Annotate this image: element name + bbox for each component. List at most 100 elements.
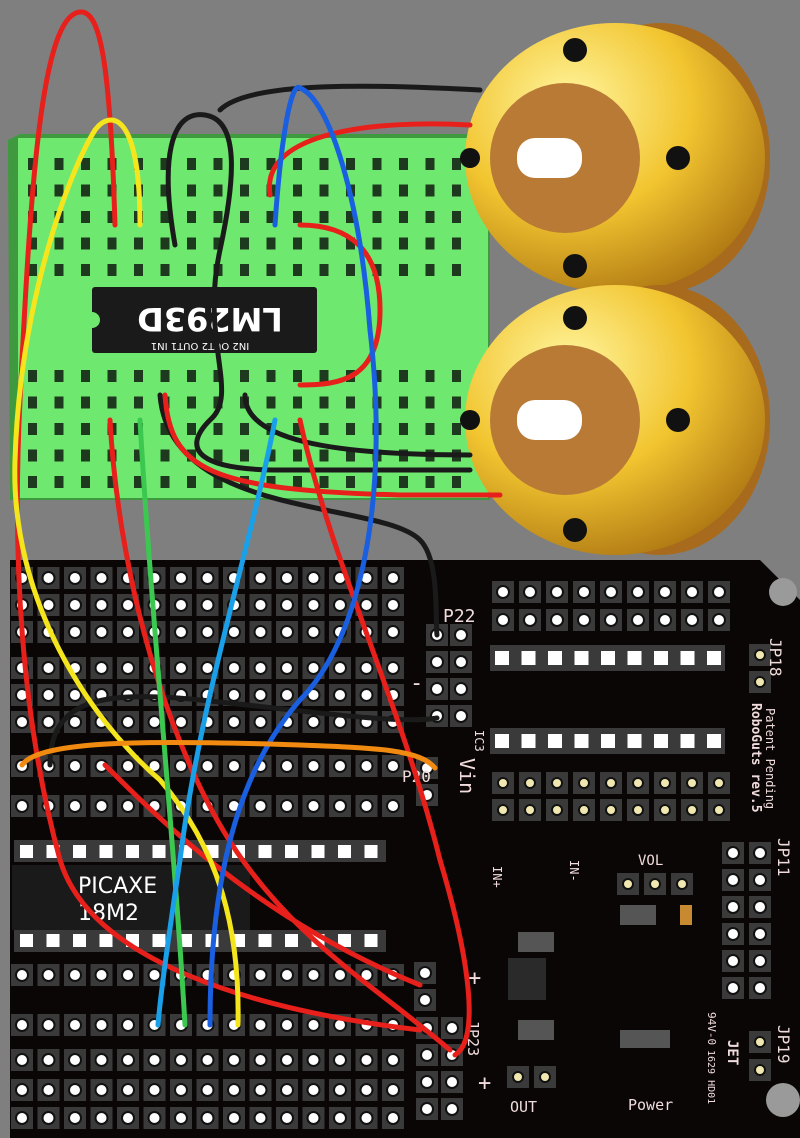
pin-hole <box>253 571 268 585</box>
pin-hole <box>454 628 468 642</box>
breadboard-hole <box>240 211 249 223</box>
socket-pad <box>73 845 86 858</box>
breadboard-hole <box>28 449 37 462</box>
breadboard-hole <box>240 184 249 197</box>
breadboard-hole <box>240 158 249 170</box>
breadboard-hole <box>293 158 302 170</box>
socket-pad <box>574 734 589 748</box>
pin-hole <box>512 1071 524 1083</box>
pin-hole <box>15 968 29 982</box>
motor-top <box>460 23 770 293</box>
pin-hole <box>147 1111 162 1125</box>
breadboard-hole <box>425 476 435 488</box>
pin-hole <box>227 759 241 773</box>
breadboard-hole <box>240 423 249 435</box>
chip-pin-labels: IN2 OUT2 OUT1 IN1 <box>151 340 249 351</box>
breadboard-hole <box>319 158 329 170</box>
pin-hole <box>200 759 215 773</box>
pin-hole <box>121 1018 135 1032</box>
label-plus: + <box>478 1071 491 1096</box>
pin-hole <box>551 804 563 816</box>
socket-pad <box>707 734 721 748</box>
breadboard-hole <box>425 158 435 170</box>
breadboard-hole <box>213 184 223 197</box>
motor-bottom <box>460 285 770 555</box>
pin-hole <box>454 682 468 696</box>
breadboard-hole <box>81 449 90 462</box>
pin-hole <box>578 804 590 816</box>
breadboard-hole <box>319 211 329 223</box>
breadboard-hole <box>372 264 382 276</box>
pin-hole <box>445 1102 459 1116</box>
breadboard-hole <box>266 237 276 250</box>
breadboard-hole <box>107 476 117 488</box>
socket-pad <box>521 734 536 748</box>
label-maker: JET <box>724 1040 740 1065</box>
pin-hole <box>200 1111 215 1125</box>
pin-hole <box>280 625 294 639</box>
pin-hole <box>753 954 767 968</box>
pin-hole <box>253 1083 268 1097</box>
pin-hole <box>418 966 432 980</box>
breadboard-hole <box>28 423 37 435</box>
pin-hole <box>94 799 109 813</box>
pin-hole <box>121 661 135 675</box>
pin-hole <box>524 804 536 816</box>
breadboard-hole <box>425 370 435 382</box>
breadboard-hole <box>372 211 382 223</box>
breadboard-hole <box>346 211 355 223</box>
label-p22: P22 <box>443 606 476 627</box>
pin-hole <box>386 625 400 639</box>
pin-hole <box>280 759 294 773</box>
pin-hole <box>306 1018 321 1032</box>
smd-component <box>518 932 554 952</box>
pin-hole <box>386 759 400 773</box>
label-out: OUT <box>510 1098 537 1116</box>
pin-hole <box>121 625 135 639</box>
breadboard-hole <box>107 237 117 250</box>
breadboard-hole <box>81 264 90 276</box>
pin-hole <box>333 598 347 612</box>
socket-pad <box>338 845 351 858</box>
label-patent: Patent Pending <box>763 708 777 809</box>
pin-hole <box>68 715 82 729</box>
pin-hole <box>306 1053 321 1067</box>
pin-hole <box>94 968 109 982</box>
pin-hole <box>551 777 563 789</box>
breadboard-hole <box>346 423 355 435</box>
pin-hole <box>280 1111 294 1125</box>
pin-hole <box>658 585 672 599</box>
mcu-label-2: 18M2 <box>78 901 139 926</box>
breadboard-hole <box>266 476 276 488</box>
breadboard-hole <box>319 476 329 488</box>
socket-pad <box>364 934 378 947</box>
pin-hole <box>174 1083 188 1097</box>
pin-hole <box>685 613 699 627</box>
pin-hole <box>605 777 617 789</box>
pin-hole <box>713 804 725 816</box>
pin-hole <box>174 1111 188 1125</box>
pin-hole <box>333 759 347 773</box>
pin-hole <box>94 1083 109 1097</box>
pin-hole <box>306 571 321 585</box>
pin-hole <box>121 799 135 813</box>
pin-hole <box>359 661 374 675</box>
smd-component <box>620 905 656 925</box>
pin-hole <box>147 1053 162 1067</box>
pin-hole <box>68 1053 82 1067</box>
pin-hole <box>253 968 268 982</box>
socket-pad <box>152 845 166 858</box>
wires <box>12 9 503 1058</box>
pin-hole <box>174 759 188 773</box>
pin-hole <box>68 625 82 639</box>
socket-pad <box>680 651 695 665</box>
pin-hole <box>41 968 56 982</box>
breadboard-hole <box>107 264 117 276</box>
breadboard-hole <box>425 237 435 250</box>
breadboard-hole <box>54 476 64 488</box>
breadboard-hole <box>346 396 355 409</box>
pin-hole <box>632 777 644 789</box>
pin-hole <box>604 585 618 599</box>
pin-hole <box>94 1053 109 1067</box>
socket-pad <box>99 934 113 947</box>
